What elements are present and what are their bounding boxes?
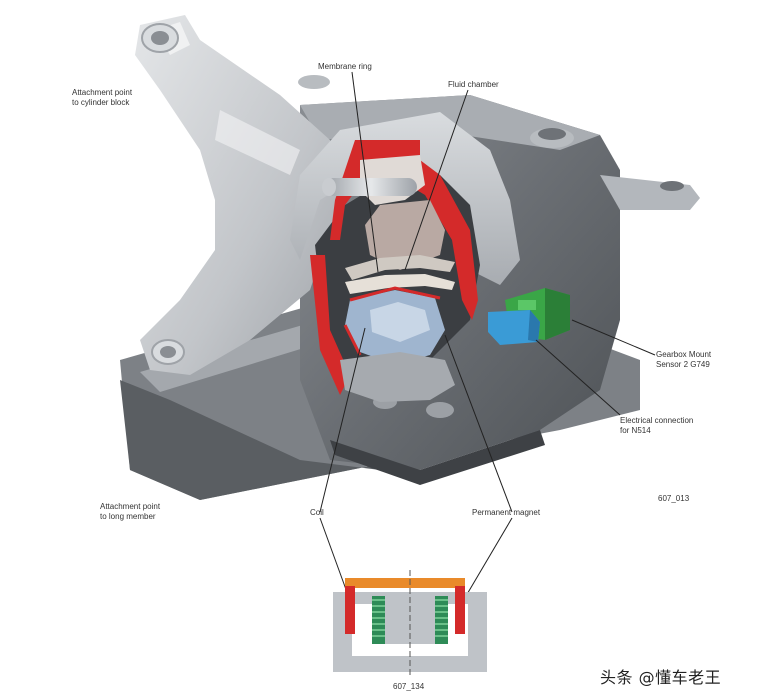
side-tab	[600, 175, 700, 210]
figure-code-detail: 607_134	[393, 682, 425, 691]
label-line: for N514	[620, 426, 651, 435]
label-membrane-ring: Membrane ring	[318, 62, 372, 71]
label-coil: Coil	[310, 508, 324, 517]
detail-schematic	[333, 570, 487, 676]
label-sensor: Gearbox Mount Sensor 2 G749	[656, 350, 711, 370]
label-attachment-member: Attachment point to long member	[100, 502, 160, 522]
pin	[322, 178, 417, 196]
cutaway-section	[310, 140, 480, 402]
label-line: Sensor 2 G749	[656, 360, 710, 369]
label-attachment-cylinder: Attachment point to cylinder block	[72, 88, 132, 108]
label-line: Attachment point	[100, 502, 161, 511]
label-line: Attachment point	[72, 88, 133, 97]
label-line: to long member	[100, 512, 156, 521]
schematic-coil-right	[435, 596, 448, 644]
label-line: to cylinder block	[72, 98, 130, 107]
schematic-magnet-left	[345, 586, 355, 634]
figure-code-main: 607_013	[658, 494, 690, 503]
schematic-armature	[345, 578, 465, 588]
leader-lines	[319, 71, 656, 619]
label-line: Gearbox Mount	[656, 350, 712, 359]
label-fluid-chamber: Fluid chamber	[448, 80, 499, 89]
schematic-coil-left	[372, 596, 385, 644]
label-line: Electrical connection	[620, 416, 694, 425]
watermark: 头条 @懂车老王	[600, 668, 722, 687]
label-electrical-connection: Electrical connection for N514	[620, 416, 693, 436]
upper-bracket	[135, 15, 340, 375]
solenoid-connector	[488, 310, 540, 345]
label-permanent-magnet: Permanent magnet	[472, 508, 541, 517]
schematic-magnet-right	[455, 586, 465, 634]
